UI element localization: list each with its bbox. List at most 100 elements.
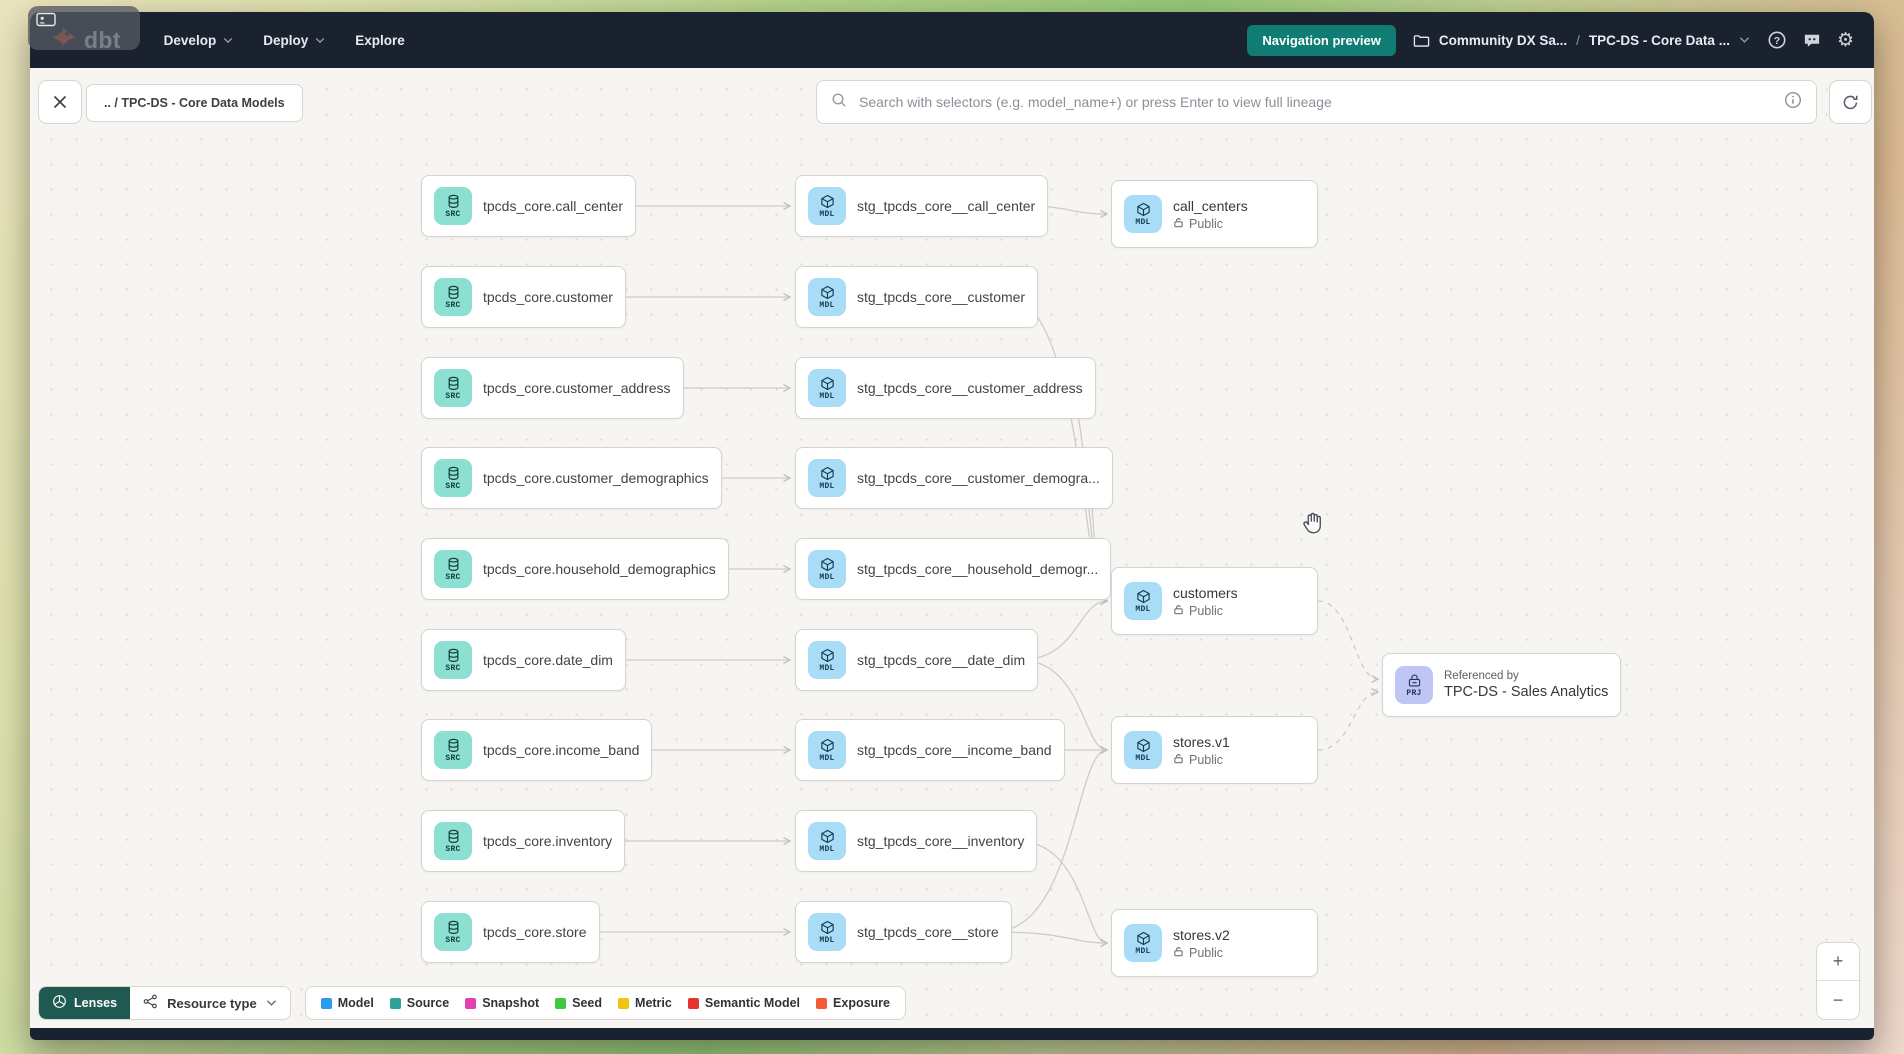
zoom-out-button[interactable]: − — [1817, 981, 1859, 1019]
nav-item-deploy[interactable]: Deploy — [250, 25, 338, 56]
refresh-lineage-button[interactable] — [1829, 80, 1872, 124]
chevron-down-icon[interactable] — [1739, 36, 1750, 44]
graph-node-model[interactable]: MDL stg_tpcds_core__customer_address — [795, 357, 1096, 419]
node-label: tpcds_core.inventory — [483, 833, 613, 849]
info-icon[interactable] — [1784, 91, 1802, 114]
source-db-icon: SRC — [434, 459, 472, 497]
feedback-icon[interactable] — [1802, 31, 1822, 50]
node-label: tpcds_core.customer — [483, 289, 613, 305]
breadcrumb-project[interactable]: Community DX Sa... — [1438, 32, 1568, 48]
legend-item-seed: Seed — [555, 996, 602, 1010]
access-label: Public — [1189, 752, 1224, 767]
model-cube-icon: MDL — [1124, 731, 1162, 769]
node-title: stores.v1 — [1173, 733, 1230, 750]
node-label: tpcds_core.call_center — [483, 198, 624, 214]
legend-item-exposure: Exposure — [816, 996, 890, 1010]
node-label: tpcds_core.income_band — [483, 742, 640, 758]
node-label: stg_tpcds_core__date_dim — [857, 652, 1026, 668]
public-lock-icon — [1173, 217, 1184, 231]
public-lock-icon — [1173, 753, 1184, 767]
header-right: Navigation preview Community DX Sa... / … — [1247, 24, 1854, 56]
screen-share-icon — [36, 12, 56, 34]
chevron-down-icon — [315, 37, 325, 43]
source-db-icon: SRC — [434, 278, 472, 316]
zoom-in-button[interactable]: + — [1817, 943, 1859, 981]
node-label: tpcds_core.store — [483, 924, 587, 940]
graph-node-source[interactable]: SRC tpcds_core.customer — [421, 266, 626, 328]
project-name: TPC-DS - Sales Analytics — [1444, 684, 1609, 700]
graph-node-source[interactable]: SRC tpcds_core.household_demographics — [421, 538, 729, 600]
node-label: stg_tpcds_core__household_demogr... — [857, 561, 1099, 577]
lenses-button[interactable]: Lenses — [39, 987, 131, 1019]
help-icon[interactable]: ? — [1767, 30, 1787, 50]
search-input[interactable] — [857, 93, 1774, 111]
model-cube-icon: MDL — [808, 459, 846, 497]
legend-swatch — [687, 997, 699, 1009]
settings-gear-icon[interactable]: ⚙ — [1836, 28, 1854, 51]
search-icon — [831, 92, 847, 113]
nav-item-develop[interactable]: Develop — [151, 25, 247, 56]
close-lineage-button[interactable] — [38, 80, 82, 124]
model-cube-icon: MDL — [1124, 195, 1162, 233]
header-icons: ? ⚙ — [1767, 30, 1854, 50]
lenses-label: Lenses — [74, 996, 118, 1010]
graph-node-source[interactable]: SRC tpcds_core.income_band — [421, 719, 653, 781]
graph-node-source[interactable]: SRC tpcds_core.inventory — [421, 810, 626, 872]
breadcrumb-page[interactable]: TPC-DS - Core Data ... — [1588, 32, 1730, 48]
nav-item-explore[interactable]: Explore — [342, 25, 418, 56]
node-label: stg_tpcds_core__store — [857, 924, 999, 940]
model-cube-icon: MDL — [808, 731, 846, 769]
main-nav: Develop Deploy Explore — [151, 25, 418, 56]
legend-label: Seed — [572, 996, 603, 1010]
resource-type-dropdown[interactable]: Resource type — [130, 987, 290, 1019]
source-db-icon: SRC — [434, 369, 472, 407]
graph-node-source[interactable]: SRC tpcds_core.call_center — [421, 175, 637, 237]
legend-item-semantic-model: Semantic Model — [687, 996, 800, 1010]
node-label: stg_tpcds_core__customer_demogra... — [857, 470, 1100, 486]
model-cube-icon: MDL — [808, 369, 846, 407]
model-cube-icon: MDL — [1124, 582, 1162, 620]
node-title: stores.v2 — [1173, 926, 1230, 943]
legend-item-metric: Metric — [618, 996, 672, 1010]
legend-item-snapshot: Snapshot — [465, 996, 539, 1010]
model-cube-icon: MDL — [808, 822, 846, 860]
node-label: tpcds_core.household_demographics — [483, 561, 716, 577]
source-db-icon: SRC — [434, 822, 472, 860]
source-db-icon: SRC — [434, 187, 472, 225]
folder-icon — [1413, 33, 1430, 48]
project-icon: PRJ — [1395, 666, 1433, 704]
node-title: call_centers — [1173, 197, 1248, 214]
graph-node-model[interactable]: MDL stg_tpcds_core__income_band — [795, 719, 1065, 781]
graph-node-source[interactable]: SRC tpcds_core.customer_address — [421, 357, 684, 419]
source-db-icon: SRC — [434, 731, 472, 769]
svg-text:?: ? — [1774, 35, 1780, 47]
graph-node-model[interactable]: MDL stg_tpcds_core__customer_demogra... — [795, 447, 1113, 509]
source-db-icon: SRC — [434, 550, 472, 588]
lineage-breadcrumb-chip[interactable]: .. / TPC-DS - Core Data Models — [86, 84, 303, 122]
node-label: stg_tpcds_core__customer — [857, 289, 1026, 305]
navigation-preview-button[interactable]: Navigation preview — [1247, 24, 1396, 56]
node-label: stg_tpcds_core__customer_address — [857, 380, 1083, 396]
legend-swatch — [320, 997, 332, 1009]
nav-item-label: Deploy — [263, 32, 309, 48]
node-label: tpcds_core.customer_address — [483, 380, 671, 396]
node-label: stg_tpcds_core__income_band — [857, 742, 1052, 758]
chevron-down-icon — [223, 37, 233, 43]
